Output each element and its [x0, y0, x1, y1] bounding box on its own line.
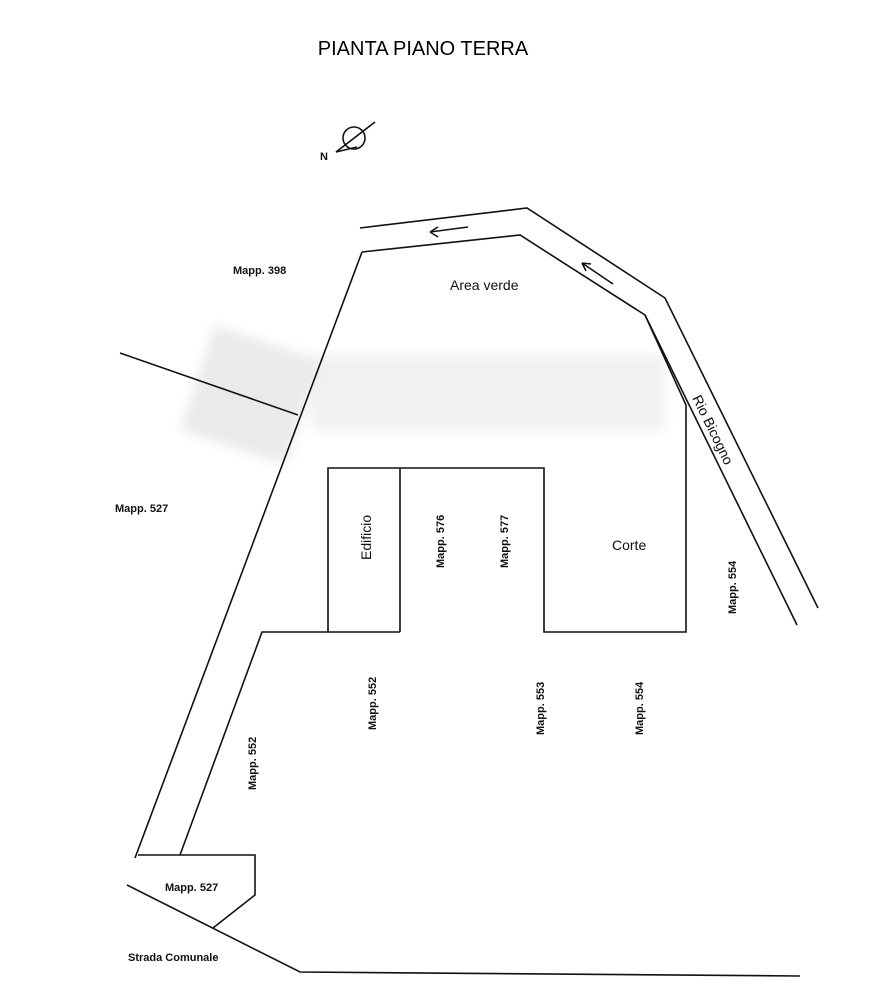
- label-area-verde: Area verde: [450, 277, 519, 293]
- label-corte: Corte: [612, 537, 646, 553]
- label-strada-comunale: Strada Comunale: [128, 952, 218, 964]
- label-mapp-554-bottom: Mapp. 554: [634, 681, 646, 735]
- river-rio-bicogno: [359, 207, 819, 626]
- redacted-area: [180, 325, 665, 465]
- label-mapp-552-mid: Mapp. 552: [367, 677, 379, 730]
- north-compass-icon: N: [320, 121, 376, 163]
- plan-title: PIANTA PIANO TERRA: [318, 38, 529, 60]
- compass-north-label: N: [320, 151, 328, 163]
- label-mapp-398: Mapp. 398: [233, 265, 286, 277]
- flow-arrow-icon: [429, 226, 469, 238]
- label-mapp-527-bottom: Mapp. 527: [165, 882, 218, 894]
- label-mapp-553: Mapp. 553: [535, 682, 547, 735]
- label-mapp-576: Mapp. 576: [435, 515, 447, 568]
- property-outline: [119, 234, 801, 977]
- label-mapp-552-left: Mapp. 552: [247, 737, 259, 790]
- label-mapp-554-right: Mapp. 554: [727, 560, 739, 614]
- label-mapp-527-left: Mapp. 527: [115, 503, 168, 515]
- label-edificio: Edificio: [358, 515, 374, 560]
- flow-arrow-icon: [581, 262, 614, 285]
- label-mapp-577: Mapp. 577: [499, 515, 511, 568]
